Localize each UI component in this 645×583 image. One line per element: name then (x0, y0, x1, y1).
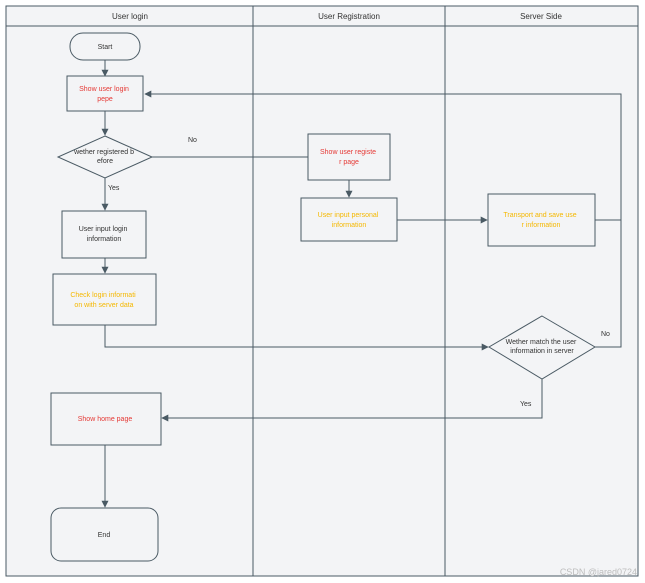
node-match-check-text: Wether match the user information in ser… (506, 339, 579, 355)
node-show-login-page (66, 75, 144, 112)
node-show-home-page-text: Show home page (78, 416, 133, 423)
lane-title-server-side: Server Side (520, 12, 562, 21)
node-show-login-page-text: Show user login pepe (79, 86, 131, 103)
node-end (50, 507, 159, 562)
node-check-login-info (52, 273, 157, 326)
node-input-personal-info (300, 197, 398, 242)
edge-match-yes-to-show-home (161, 379, 543, 422)
label-no-registered: No (188, 137, 197, 144)
label-no-match: No (601, 331, 610, 338)
node-start (69, 32, 141, 61)
label-yes-match: Yes (520, 401, 532, 408)
node-start-text: Start (98, 44, 113, 51)
node-input-personal-info-text: User input personal information (318, 212, 381, 229)
node-transport-save-info (487, 193, 596, 247)
node-match-check (488, 315, 596, 380)
lane-title-user-login: User login (112, 12, 148, 21)
node-transport-save-info-text: Transport and save use r information (503, 212, 578, 229)
node-registered-check-text: wether registered b efore (73, 149, 136, 165)
node-show-home-page (50, 392, 162, 446)
node-show-register-page-text: Show user registe r page (320, 149, 378, 166)
node-end-text: End (98, 532, 111, 539)
node-input-login-info-text: User input login information (79, 226, 130, 243)
watermark-text: CSDN @jared0724 (560, 567, 637, 577)
node-show-register-page (307, 133, 391, 181)
edge-transport-save-to-show-login (144, 90, 622, 221)
label-yes-registered: Yes (108, 185, 120, 192)
node-registered-check (56, 135, 154, 179)
node-input-login-info (61, 210, 147, 259)
edge-check-login-to-match-check (104, 325, 489, 351)
node-check-login-info-text: Check login informati on with server dat… (70, 292, 137, 309)
lane-title-user-registration: User Registration (318, 12, 380, 21)
edge-match-no-to-show-login (595, 220, 622, 348)
